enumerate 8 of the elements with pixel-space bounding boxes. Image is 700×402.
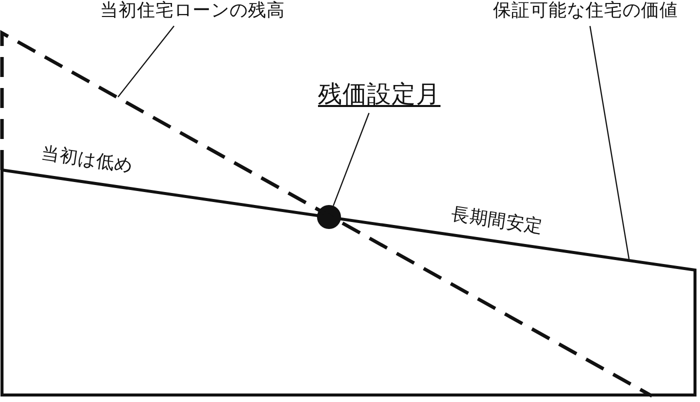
line-label: 当初は低め [40, 142, 134, 178]
callout-heading: 残価設定月 [318, 80, 440, 109]
leader-line [332, 112, 370, 206]
callout-label: 保証可能な住宅の価値 [493, 0, 678, 22]
leader-line [589, 26, 630, 260]
leader-line [118, 26, 174, 98]
callout-label: 当初住宅ローンの残高 [100, 0, 285, 22]
line-label: 長期間安定 [450, 204, 544, 238]
